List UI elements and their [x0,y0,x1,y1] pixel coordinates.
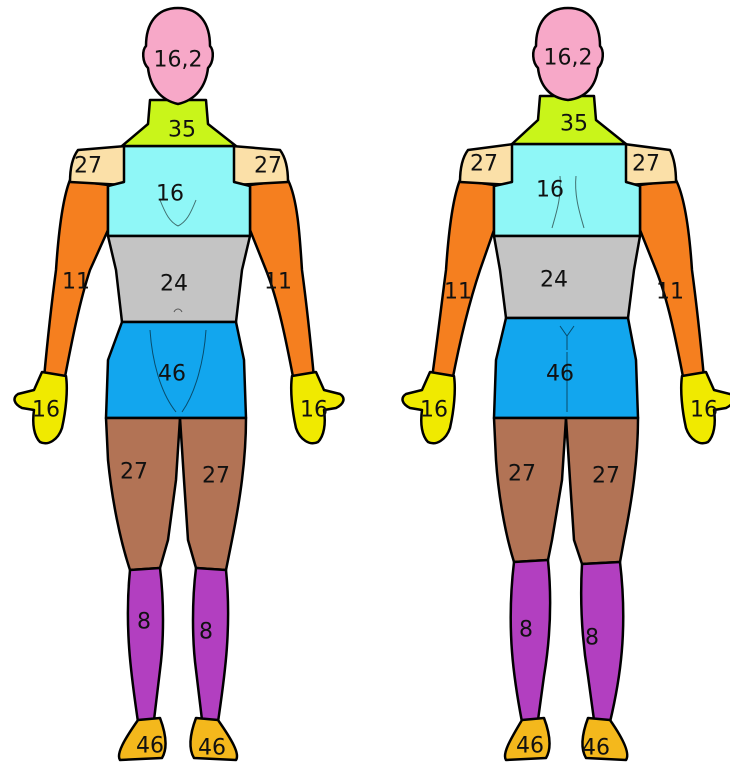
back-thigh-left [494,418,566,562]
front-calf-left-label: 8 [137,610,151,635]
front-arm-left-label: 11 [62,270,90,295]
front-head-label: 16,2 [154,48,203,73]
front-foot-right-label: 46 [198,736,226,761]
back-thigh-left-label: 27 [508,462,536,487]
back-hand-left-label: 16 [420,398,448,423]
front-calf-right-label: 8 [199,620,213,645]
front-thigh-left-label: 27 [120,460,148,485]
back-arm-left-label: 11 [444,280,472,305]
front-hand-right-label: 16 [300,398,328,423]
back-arm-right-label: 11 [656,280,684,305]
back-shoulder-right-label: 27 [632,152,660,177]
front-thigh-left [106,418,180,570]
back-calf-right-label: 8 [585,626,599,651]
front-pelvis-label: 46 [158,362,186,387]
front-calf-left [128,568,163,722]
front-thigh-right-label: 27 [202,464,230,489]
back-abdomen-label: 24 [540,268,568,293]
back-thigh-right [566,418,638,564]
back-hand-right-label: 16 [690,398,718,423]
front-calf-right [193,568,228,722]
front-shoulder-left-label: 27 [74,154,102,179]
back-neck-label: 35 [560,112,588,137]
back-head-label: 16,2 [544,46,593,71]
front-chest-label: 16 [156,182,184,207]
back-figure: 16,2 35 27 27 16 11 11 24 46 16 16 27 27… [403,8,730,761]
front-figure: 16,2 35 27 27 16 11 11 24 46 16 16 27 27… [15,8,344,761]
back-shoulder-left-label: 27 [470,152,498,177]
front-hand-left-label: 16 [32,398,60,423]
front-foot-left-label: 46 [136,734,164,759]
back-chest [494,144,640,236]
front-neck-label: 35 [168,118,196,143]
back-pelvis-label: 46 [546,362,574,387]
front-shoulder-right-label: 27 [254,154,282,179]
back-calf-left-label: 8 [519,618,533,643]
back-chest-label: 16 [536,178,564,203]
back-foot-right-label: 46 [582,736,610,761]
front-abdomen-label: 24 [160,272,188,297]
back-thigh-right-label: 27 [592,464,620,489]
back-foot-left-label: 46 [516,734,544,759]
front-arm-right-label: 11 [264,270,292,295]
front-thigh-right [180,418,246,570]
